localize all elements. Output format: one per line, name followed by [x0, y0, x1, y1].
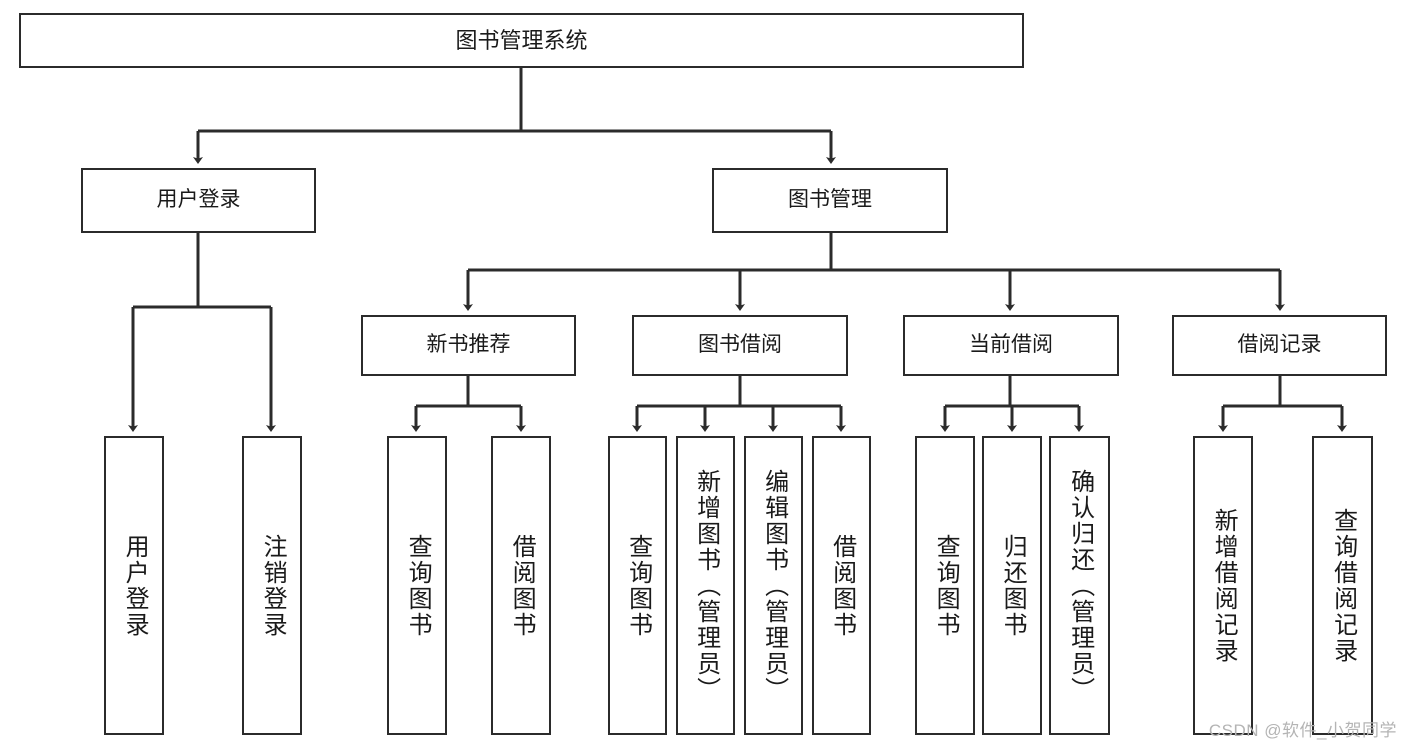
leaf-user-login-label: 用户登录 [121, 533, 149, 638]
leaf-borrow-book-2[interactable]: 借阅图书 [812, 436, 871, 735]
leaf-query-book-3[interactable]: 查询图书 [915, 436, 975, 735]
leaf-query-book-2[interactable]: 查询图书 [608, 436, 667, 735]
leaf-confirm-return-label: 确认归还（管理员） [1066, 468, 1094, 703]
leaf-query-book-1-label: 查询图书 [404, 533, 432, 638]
node-book-borrow-label: 图书借阅 [698, 333, 782, 357]
node-borrow-record-label: 借阅记录 [1237, 333, 1322, 357]
leaf-user-login[interactable]: 用户登录 [104, 436, 164, 735]
leaf-return-book[interactable]: 归还图书 [982, 436, 1042, 735]
node-current-borrow[interactable]: 当前借阅 [903, 315, 1119, 376]
node-root[interactable]: 图书管理系统 [19, 13, 1024, 68]
leaf-user-logout[interactable]: 注销登录 [242, 436, 302, 735]
leaf-edit-book[interactable]: 编辑图书（管理员） [744, 436, 803, 735]
leaf-query-record-label: 查询借阅记录 [1329, 507, 1357, 664]
leaf-borrow-book-1[interactable]: 借阅图书 [491, 436, 551, 735]
node-new-book-recommend-label: 新书推荐 [426, 333, 511, 357]
leaf-add-book[interactable]: 新增图书（管理员） [676, 436, 735, 735]
leaf-confirm-return[interactable]: 确认归还（管理员） [1049, 436, 1110, 735]
leaf-add-record[interactable]: 新增借阅记录 [1193, 436, 1253, 735]
leaf-query-book-3-label: 查询图书 [932, 533, 960, 638]
watermark: CSDN @软件_小贺同学 [1208, 721, 1397, 740]
leaf-add-record-label: 新增借阅记录 [1210, 507, 1238, 664]
node-user-login-label: 用户登录 [156, 188, 241, 212]
leaf-query-book-2-label: 查询图书 [624, 533, 652, 638]
node-book-manage[interactable]: 图书管理 [712, 168, 948, 233]
leaf-add-book-label: 新增图书（管理员） [692, 468, 720, 703]
node-root-label: 图书管理系统 [455, 27, 588, 53]
node-book-borrow[interactable]: 图书借阅 [632, 315, 848, 376]
leaf-user-logout-label: 注销登录 [259, 533, 287, 638]
node-new-book-recommend[interactable]: 新书推荐 [361, 315, 576, 376]
leaf-return-book-label: 归还图书 [999, 533, 1027, 638]
node-user-login[interactable]: 用户登录 [81, 168, 316, 233]
node-current-borrow-label: 当前借阅 [969, 333, 1053, 357]
leaf-query-record[interactable]: 查询借阅记录 [1312, 436, 1373, 735]
leaf-query-book-1[interactable]: 查询图书 [387, 436, 447, 735]
leaf-borrow-book-2-label: 借阅图书 [828, 533, 856, 638]
leaf-borrow-book-1-label: 借阅图书 [508, 533, 536, 638]
node-borrow-record[interactable]: 借阅记录 [1172, 315, 1387, 376]
leaf-edit-book-label: 编辑图书（管理员） [760, 468, 788, 703]
node-book-manage-label: 图书管理 [788, 188, 872, 212]
